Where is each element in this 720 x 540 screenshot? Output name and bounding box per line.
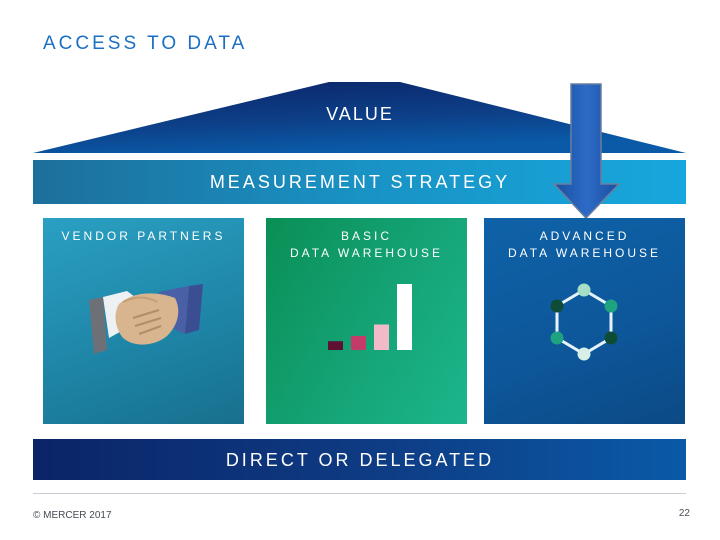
direct-or-delegated-label: DIRECT OR DELEGATED [0,450,720,471]
network-node [551,332,564,345]
pillar-vendor-partners: VENDOR PARTNERS [43,218,244,424]
network-hexagon-icon [544,282,624,364]
pillar-basic-data-warehouse: BASIC DATA WAREHOUSE [266,218,467,424]
bar-chart-icon [322,278,422,354]
network-node [578,284,591,297]
pillar-label-line1: BASIC [266,228,467,245]
page-number: 22 [650,508,690,519]
pillar-label-line2: DATA WAREHOUSE [266,245,467,262]
footer-divider [33,493,686,494]
footer-copyright: © MERCER 2017 [33,510,112,521]
pillar-label: VENDOR PARTNERS [43,228,244,245]
pillar-advanced-data-warehouse: ADVANCED DATA WAREHOUSE [484,218,685,424]
network-node [578,348,591,361]
icon-bar [397,284,412,350]
slide-title: ACCESS TO DATA [43,33,247,55]
network-node [605,300,618,313]
pillar-label-line1: ADVANCED [484,228,685,245]
network-node [605,332,618,345]
icon-bar [374,324,389,350]
icon-bar [328,341,343,350]
pillar-label-line2: DATA WAREHOUSE [484,245,685,262]
handshake-icon [89,280,203,356]
icon-bar [351,336,366,350]
network-node [551,300,564,313]
down-arrow-icon [552,83,622,220]
